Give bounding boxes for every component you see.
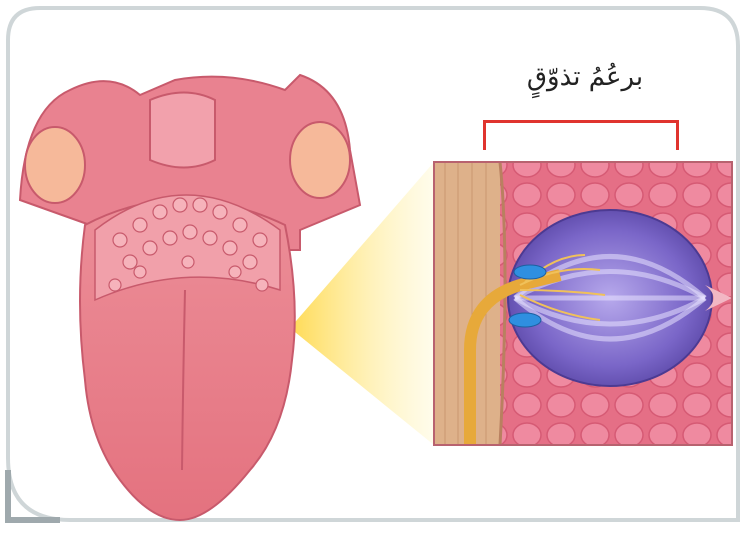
taste-bud-label: برعُمُ تذوّقٍ xyxy=(470,62,700,92)
taste-bud-magnified-illustration xyxy=(434,162,732,445)
tongue-illustration xyxy=(20,75,360,520)
label-bracket xyxy=(483,120,679,150)
